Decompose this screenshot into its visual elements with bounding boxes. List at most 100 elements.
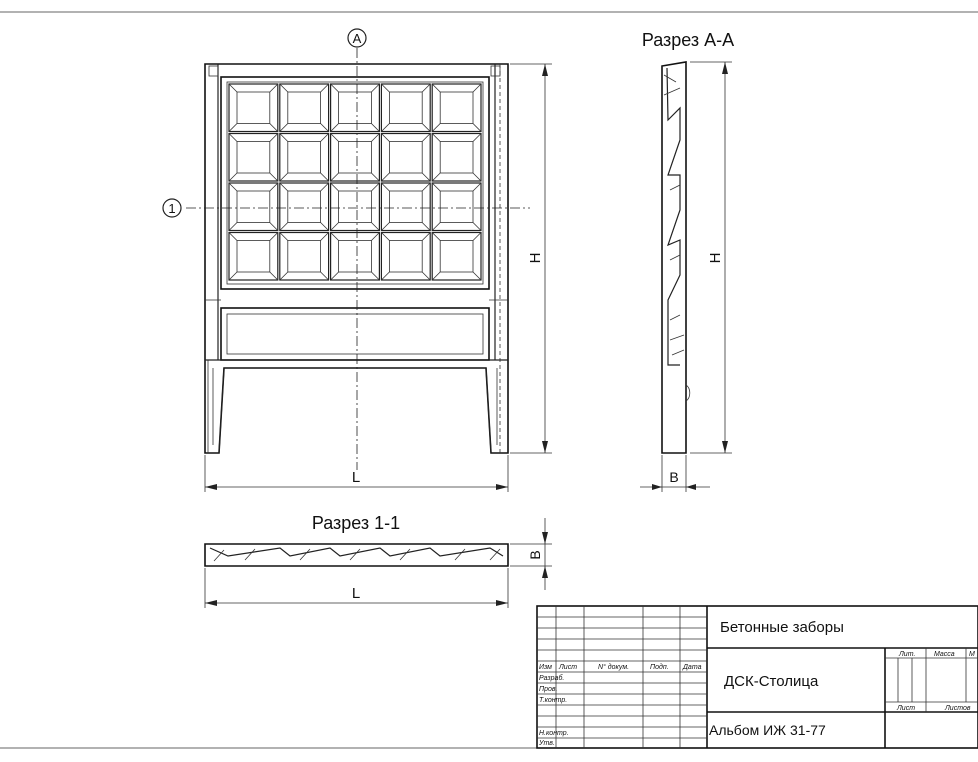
col-izm: Изм	[539, 664, 552, 671]
grid-cell	[330, 231, 381, 281]
grid-cell	[380, 231, 431, 281]
row-razrab: Разраб.	[539, 674, 564, 682]
grid-cell-chamfer	[269, 83, 279, 93]
grid-cell-chamfer	[279, 182, 289, 192]
grid-cell-inner	[439, 91, 474, 124]
grid-cell	[279, 231, 330, 281]
grid-cell-chamfer	[320, 271, 329, 281]
grid-cell	[228, 231, 279, 281]
grid-cells	[228, 83, 482, 281]
grid-cell-chamfer	[269, 232, 279, 241]
grid-cell-chamfer	[320, 123, 329, 132]
grid-cell-chamfer	[228, 123, 238, 132]
dim-b-side: B	[640, 455, 710, 492]
row-nkontr: Н.контр.	[539, 730, 569, 737]
grid-cell-chamfer	[269, 123, 279, 132]
section-marker-a: А	[347, 28, 367, 48]
grid-cell-chamfer	[320, 172, 329, 182]
grid-cell-inner	[287, 240, 321, 273]
grid-cell-chamfer	[421, 271, 431, 281]
dim-b-plan-text: B	[527, 550, 543, 559]
grid-cell	[228, 132, 279, 182]
grid-cell-chamfer	[330, 133, 339, 142]
grid-cell-chamfer	[381, 182, 390, 192]
col-data: Дата	[682, 664, 702, 671]
grid-cell-inner	[236, 141, 271, 174]
title-block	[536, 605, 978, 749]
grid-cell-chamfer	[431, 133, 441, 142]
grid-cell	[279, 182, 330, 232]
grid-cell	[228, 83, 279, 133]
row-prov: Пров.	[539, 686, 558, 693]
grid-cell-chamfer	[431, 182, 441, 192]
grid-cell	[330, 182, 381, 232]
grid-cell	[330, 132, 381, 182]
hdr-lit: Лит.	[898, 651, 915, 658]
grid-cell-chamfer	[228, 232, 238, 241]
grid-cell-chamfer	[269, 271, 279, 281]
grid-cell-chamfer	[279, 172, 289, 182]
title-block-company: ДСК-Столица	[724, 673, 819, 690]
grid-cell-chamfer	[421, 172, 431, 182]
grid-cell-chamfer	[320, 222, 329, 231]
grid-cell-chamfer	[381, 123, 390, 132]
dim-l-front: L	[204, 455, 509, 492]
grid-cell-chamfer	[472, 123, 482, 132]
grid-cell-inner	[439, 190, 474, 223]
grid-cell	[380, 182, 431, 232]
grid-cell-chamfer	[381, 232, 390, 241]
dim-l-plan-text: L	[352, 585, 360, 602]
grid-cell-chamfer	[421, 83, 431, 93]
row-tkontr: Т.контр.	[539, 697, 567, 704]
grid-cell-chamfer	[320, 182, 329, 192]
grid-cell-inner	[388, 240, 423, 273]
grid-cell-inner	[236, 91, 271, 124]
front-view	[186, 48, 530, 470]
grid-cell	[431, 83, 482, 133]
hdr-list: Лист	[896, 705, 915, 712]
grid-cell-chamfer	[431, 232, 441, 241]
grid-cell-chamfer	[371, 182, 380, 192]
grid-cell-chamfer	[279, 222, 289, 231]
section-11-view	[204, 543, 509, 567]
grid-cell-chamfer	[330, 232, 339, 241]
col-podp: Подп.	[650, 663, 669, 671]
grid-cell	[431, 182, 482, 232]
grid-cell-inner	[338, 91, 372, 124]
dim-h-side-text: H	[707, 253, 724, 264]
marker-a-text: А	[353, 31, 362, 46]
grid-cell-inner	[338, 240, 372, 273]
grid-cell-chamfer	[279, 232, 289, 241]
grid-cell-chamfer	[472, 83, 482, 93]
grid-cell-chamfer	[330, 172, 339, 182]
grid-cell-chamfer	[431, 271, 441, 281]
grid-cell-chamfer	[320, 83, 329, 93]
grid-cell-chamfer	[371, 222, 380, 231]
grid-cell-chamfer	[431, 83, 441, 93]
grid-cell-chamfer	[421, 222, 431, 231]
grid-cell-chamfer	[371, 123, 380, 132]
grid-cell	[228, 182, 279, 232]
grid-cell-chamfer	[421, 123, 431, 132]
grid-cell-chamfer	[431, 222, 441, 231]
section-marker-1: 1	[162, 198, 182, 218]
grid-cell-chamfer	[381, 172, 390, 182]
grid-cell-inner	[287, 190, 321, 223]
grid-cell-chamfer	[421, 182, 431, 192]
grid-cell-chamfer	[421, 133, 431, 142]
grid-cell-chamfer	[269, 222, 279, 231]
grid-cell-inner	[236, 240, 271, 273]
grid-cell	[431, 132, 482, 182]
grid-cell-chamfer	[269, 182, 279, 192]
grid-cell-chamfer	[371, 83, 380, 93]
grid-cell-inner	[287, 91, 321, 124]
col-ndoc: N° докум.	[598, 663, 629, 671]
grid-cell-chamfer	[330, 182, 339, 192]
dim-h-front-text: H	[527, 253, 544, 264]
grid-cell-chamfer	[381, 133, 390, 142]
grid-cell-inner	[439, 141, 474, 174]
grid-cell-chamfer	[431, 172, 441, 182]
grid-cell	[380, 83, 431, 133]
grid-cell-chamfer	[381, 271, 390, 281]
